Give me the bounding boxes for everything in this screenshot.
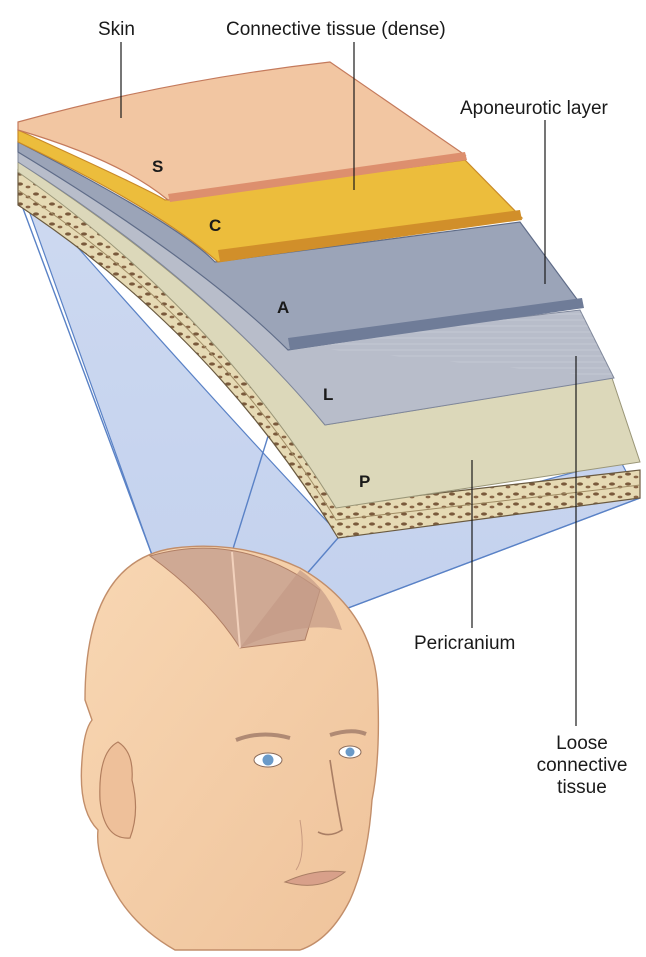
connective-dense-label: Connective tissue (dense) (226, 19, 446, 40)
head (80, 545, 380, 951)
mouth (283, 870, 347, 886)
projection-line-mid (231, 429, 271, 553)
aponeurotic-label: Aponeurotic layer (460, 98, 608, 119)
aponeurotic-layer (17, 141, 584, 351)
loose-label-line2: connective (536, 755, 628, 776)
loose-label-line3: tissue (557, 777, 607, 798)
pericranium-label: Pericranium (414, 633, 516, 654)
loose-label-line1: Loose (556, 733, 608, 754)
projection-line-left (17, 194, 153, 556)
layer-letter-a: A (277, 298, 290, 317)
skin-label: Skin (98, 19, 135, 40)
ear (99, 741, 137, 839)
nose (317, 759, 343, 836)
layer-letter-c: C (209, 216, 222, 235)
layer-letter-p: P (359, 472, 371, 491)
layer-letter-s: S (152, 157, 164, 176)
layer-letter-l: L (323, 385, 334, 404)
skin-layer (17, 61, 467, 201)
pericranium-layer (17, 161, 641, 509)
loose-connective-label: Loose connective tissue (522, 733, 642, 799)
